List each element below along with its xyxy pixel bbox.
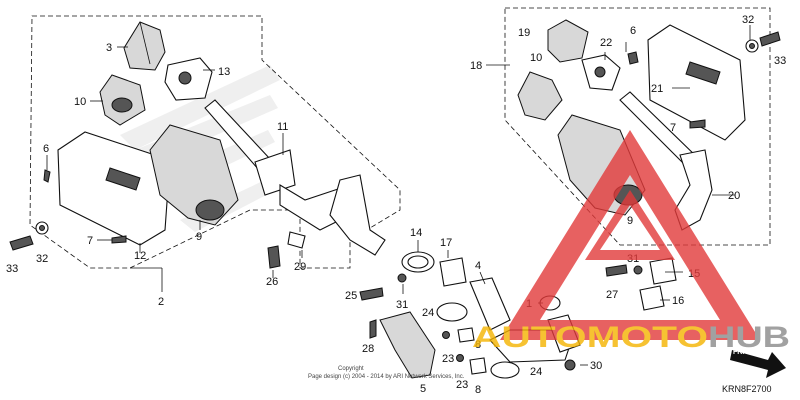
left-assembly-outline [29, 15, 401, 269]
callout-32-left: 32 [36, 253, 48, 265]
bolt-part-25 [359, 287, 384, 301]
joint-pipe-part-4 [469, 277, 511, 331]
callout-19: 19 [518, 27, 530, 39]
callout-13: 13 [218, 66, 230, 78]
bolt-part-27 [605, 264, 628, 277]
copyright-line-2: Page design (c) 2004 - 2014 by ARI Netwo… [308, 374, 465, 380]
gasket-part-17 [439, 257, 467, 287]
callout-17: 17 [440, 237, 452, 249]
callout-28: 28 [362, 343, 374, 355]
watermark-text-automoto: AUTOMOTO [472, 321, 708, 354]
callout-25: 25 [345, 290, 357, 302]
bolt-part-26 [267, 245, 281, 269]
callout-23-upper: 23 [442, 353, 454, 365]
callout-4: 4 [475, 260, 481, 272]
callout-33-left: 33 [6, 263, 18, 275]
bracket-part-8-upper [457, 327, 475, 343]
direction-label: FR. [733, 349, 744, 356]
bolt-part-7-right [689, 119, 706, 129]
callout-6-left: 6 [43, 143, 49, 155]
callout-8-lower: 8 [475, 384, 481, 396]
clamp-part-24-upper [436, 302, 468, 322]
callout-9-right: 9 [627, 215, 633, 227]
end-cap-part-10-right [517, 71, 563, 121]
clamp-part-24-lower [490, 361, 520, 379]
callout-30: 30 [590, 360, 602, 372]
joint-part-13 [164, 57, 213, 101]
end-cap-part-19 [547, 19, 589, 63]
callout-22: 22 [600, 37, 612, 49]
fastener-part-23-upper [442, 331, 450, 339]
washer-part-32-right [745, 39, 759, 53]
fastener-part-23-lower [456, 354, 464, 362]
callout-21: 21 [651, 83, 663, 95]
callout-20: 20 [728, 190, 740, 202]
exhaust-pipe-part-20 [619, 91, 713, 231]
watermark-triangle-logo [500, 130, 760, 340]
washer-part-32-left [35, 221, 49, 235]
callout-14: 14 [410, 227, 422, 239]
bracket-part-15 [649, 257, 677, 285]
callout-10-right: 10 [530, 52, 542, 64]
end-cap-part-10 [99, 74, 146, 126]
bolt-part-33-left [9, 235, 34, 251]
nut-part-31-left [397, 273, 407, 283]
callout-23-lower: 23 [456, 379, 468, 391]
callout-33-right: 33 [774, 55, 786, 67]
front-direction-arrow: FR. [730, 349, 786, 378]
callout-11: 11 [277, 121, 288, 133]
copyright-line-1: Copyright [338, 366, 364, 372]
watermark-text-hub: HUB [708, 321, 790, 354]
callout-12: 12 [134, 250, 146, 262]
callout-27: 27 [606, 289, 618, 301]
callout-2: 2 [158, 296, 164, 308]
leader-lines [46, 25, 751, 366]
callout-18: 18 [470, 60, 482, 72]
callout-10-left: 10 [74, 96, 86, 108]
bolt-part-6-left [43, 169, 51, 183]
bolt-part-7-left [111, 235, 127, 244]
callout-9-left: 9 [196, 231, 202, 243]
callout-16: 16 [672, 295, 684, 307]
callout-7-right: 7 [670, 122, 676, 134]
muffler-body-part-21 [647, 24, 746, 141]
callout-29: 29 [294, 261, 306, 273]
inner-pipe-part-9 [149, 124, 239, 226]
bolt-part-6-right [627, 51, 639, 65]
end-cap-part-3 [123, 21, 166, 71]
callout-7-left: 7 [87, 235, 93, 247]
exhaust-pipe-part-11 [204, 99, 386, 256]
callout-labels: 3 13 10 6 11 9 7 12 2 33 32 26 29 14 17 … [6, 14, 786, 396]
automotohub-watermark: AUTOMOTO HUB [472, 130, 790, 354]
bracket-part-29 [287, 231, 306, 249]
clamp-part-14 [401, 251, 435, 273]
callout-3: 3 [106, 42, 112, 54]
joint-part-22 [581, 54, 621, 91]
callout-24-upper: 24 [422, 307, 434, 319]
callout-26: 26 [266, 276, 278, 288]
callout-31-left: 31 [396, 299, 408, 311]
callout-32-right: 32 [742, 14, 754, 26]
diagram-code: KRN8F2700 [722, 384, 772, 394]
muffler-body-part-12 [57, 131, 171, 246]
callout-6-right: 6 [630, 25, 636, 37]
heat-guard-part-5 [379, 311, 436, 379]
bolt-part-33-right [759, 31, 781, 47]
bolt-part-28 [369, 319, 377, 339]
nut-part-30 [564, 359, 576, 371]
nut-part-31-right [633, 265, 643, 275]
callout-24-lower: 24 [530, 366, 542, 378]
bracket-part-8-lower [469, 357, 487, 375]
gasket-part-16 [639, 285, 665, 311]
callout-5: 5 [420, 383, 426, 395]
callout-8-upper: 8 [475, 339, 481, 351]
